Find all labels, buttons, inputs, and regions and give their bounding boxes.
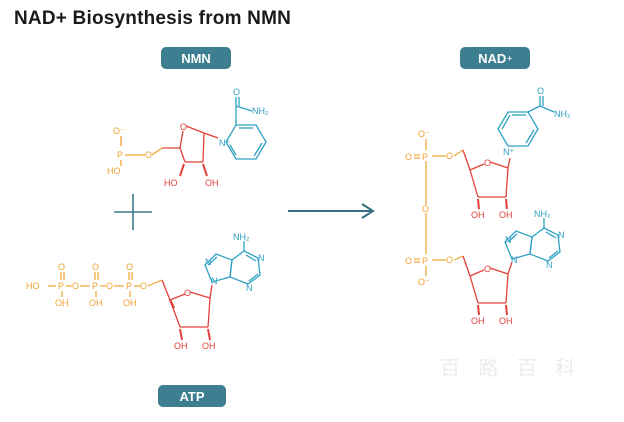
nad-o-minus-2: O⁻: [418, 277, 430, 287]
atp-molecule: HO O P OH O O P OH O O P OH O O OH OH: [26, 232, 265, 351]
watermark: 百 路 百 科: [440, 356, 582, 380]
nad-amide-o: O: [537, 86, 544, 96]
atp-adenine: [204, 241, 261, 285]
atp-o-link-3: O: [140, 281, 147, 291]
atp-p-2: P: [92, 281, 98, 291]
nad-p-2: P: [422, 256, 428, 266]
atp-n3: N: [246, 283, 253, 293]
atp-n1: N: [258, 253, 265, 263]
nad-label-text: NAD: [478, 50, 507, 66]
nmn-o-minus: O⁻: [113, 126, 125, 136]
atp-n7: N: [205, 257, 212, 267]
nad-oh-lower-2: OH: [471, 316, 485, 326]
nmn-ribose: [162, 125, 219, 177]
atp-oh-3p: OH: [202, 341, 216, 351]
atp-o-3: O: [126, 262, 133, 272]
nad-o-ester-1: O: [446, 151, 453, 161]
atp-oh-1: OH: [55, 298, 69, 308]
nad-nicotinamide: [497, 96, 555, 147]
atp-p-3: P: [126, 281, 132, 291]
nad-label: NAD+: [460, 47, 530, 69]
nmn-label: NMN: [161, 47, 231, 69]
nad-adenine: [504, 218, 561, 262]
nad-n9: N: [511, 255, 518, 265]
nmn-ring-o: O: [180, 122, 187, 132]
atp-ribose: [161, 279, 213, 341]
atp-o-2: O: [92, 262, 99, 272]
nmn-molecule: O⁻ P HO O O HO OH O: [107, 87, 269, 188]
nad-ring-o-lower: O: [484, 264, 491, 274]
nad-n7: N: [505, 235, 512, 245]
atp-n9: N: [211, 276, 218, 286]
nmn-ho: HO: [107, 166, 121, 176]
nad-nh2-upper: NH₂: [554, 109, 571, 119]
nmn-ho-2: HO: [164, 178, 178, 188]
nad-ribose-lower: [462, 255, 513, 316]
nad-oh-upper-2: OH: [471, 210, 485, 220]
atp-oh-2: OH: [89, 298, 103, 308]
atp-p-1: P: [58, 281, 64, 291]
nmn-nh2: NH₂: [252, 106, 269, 116]
atp-ho: HO: [26, 281, 40, 291]
nmn-amide-o: O: [233, 87, 240, 97]
nad-nh2-lower: NH₂: [534, 209, 551, 219]
nad-o-2: O: [405, 256, 412, 266]
nad-pyrophosphate: [414, 139, 464, 276]
nmn-o-ester: O: [145, 150, 152, 160]
atp-oh-2p: OH: [174, 341, 188, 351]
atp-ring-o: O: [184, 288, 191, 298]
atp-label: ATP: [158, 385, 226, 407]
nmn-oh-3: OH: [205, 178, 219, 188]
plus-icon: [114, 194, 152, 230]
nad-n1: N: [558, 230, 565, 240]
page-title: NAD+ Biosynthesis from NMN: [14, 8, 292, 29]
nad-oh-upper-3: OH: [499, 210, 513, 220]
nad-oh-lower-3: OH: [499, 316, 513, 326]
atp-o-link-2: O: [106, 281, 113, 291]
atp-nh2: NH₂: [233, 232, 250, 242]
atp-label-text: ATP: [179, 388, 205, 404]
nmn-p: P: [117, 150, 123, 160]
nmn-phosphate: [120, 136, 163, 166]
nmn-nicotinamide: [225, 97, 267, 160]
atp-triphosphate: [48, 272, 163, 297]
atp-oh-3: OH: [123, 298, 137, 308]
nad-o-1: O: [405, 152, 412, 162]
nmn-label-text: NMN: [181, 50, 211, 66]
nad-p-1: P: [422, 152, 428, 162]
atp-o-1: O: [58, 262, 65, 272]
nad-molecule: O⁻ O P O O O P O O⁻ O OH OH: [405, 86, 571, 326]
nad-o-bridge: O: [422, 204, 429, 214]
nmn-n-plus: N⁺: [219, 138, 230, 148]
nad-n3: N: [546, 260, 553, 270]
nad-o-minus-1: O⁻: [418, 129, 430, 139]
right-arrow-icon: [288, 203, 375, 219]
nad-o-ester-2: O: [446, 255, 453, 265]
nad-label-superscript: +: [507, 53, 512, 63]
nad-ring-o-upper: O: [484, 158, 491, 168]
nad-ribose-upper: [462, 149, 511, 210]
atp-o-link-1: O: [72, 281, 79, 291]
nad-n-plus: N⁺: [503, 147, 514, 157]
